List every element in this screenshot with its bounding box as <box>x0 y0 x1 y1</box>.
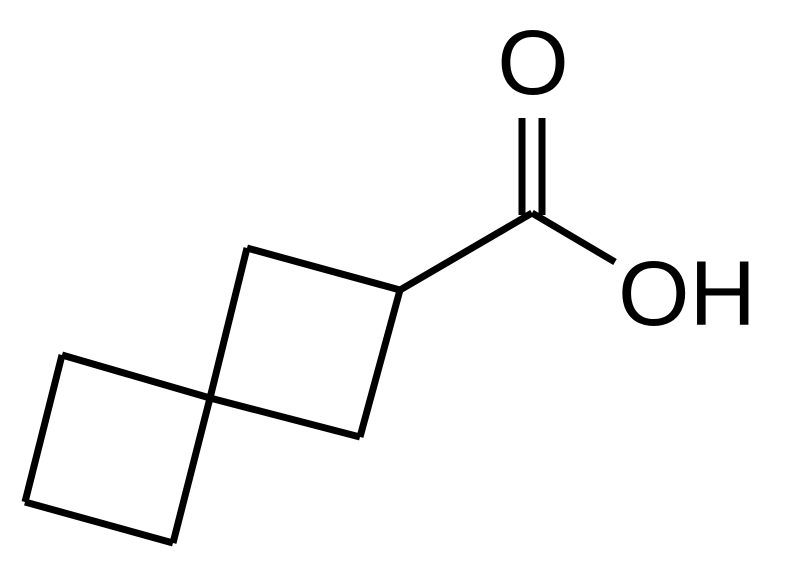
bond-ring-to-carboxyl <box>398 209 534 294</box>
atom-label-carbonyl-oxygen: O <box>497 12 569 114</box>
ring-cyclobutane-upper <box>206 244 404 441</box>
bond-ring-lower-top <box>61 351 211 402</box>
bond-carbon-to-hydroxyl <box>530 209 617 266</box>
bond-ring-lower-bottom <box>24 498 174 547</box>
bond-ring-lower-left <box>21 354 66 503</box>
atom-label-hydroxyl: OH <box>618 243 756 345</box>
bond-ring-upper-left <box>206 247 251 399</box>
bond-ring-upper-right <box>356 289 404 438</box>
bond-ring-upper-bottom <box>209 394 361 441</box>
carboxyl-group: O OH <box>398 12 756 345</box>
bond-ring-upper-top <box>246 244 401 294</box>
ring-cyclobutane-lower <box>21 351 214 547</box>
bond-ring-lower-right <box>169 397 214 544</box>
